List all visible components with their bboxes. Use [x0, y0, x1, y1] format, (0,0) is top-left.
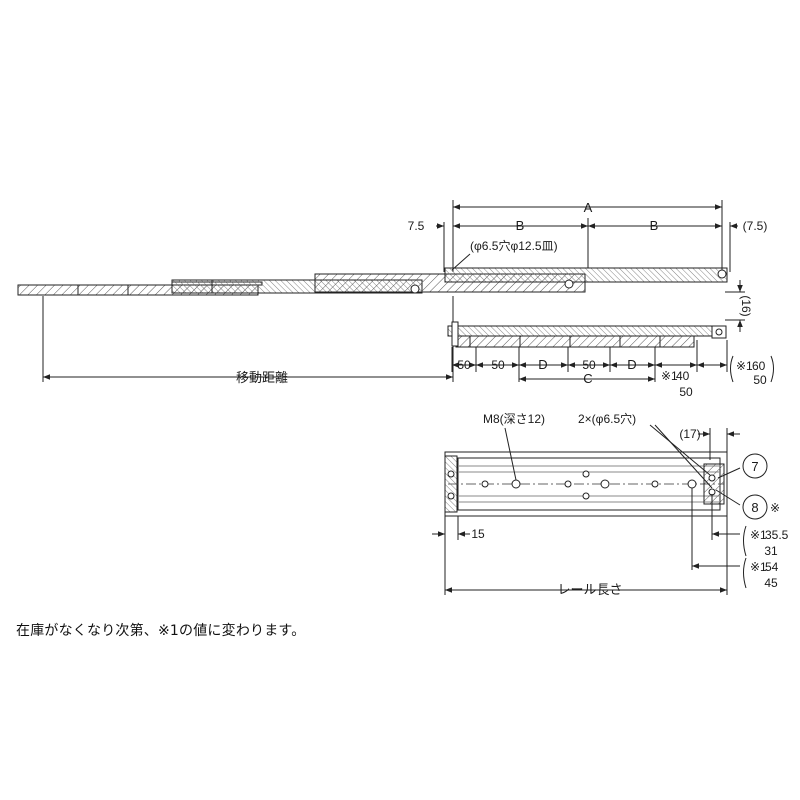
m8-label: M8(深さ12) [483, 412, 545, 426]
dim-b-right: B [650, 218, 659, 233]
dim-40: 40 [676, 369, 690, 383]
dim-50b: 50 [491, 358, 505, 372]
rail-top [444, 267, 728, 283]
dim-40-note: ※1 [661, 369, 678, 383]
dim-7-5-right: (7.5) [743, 219, 768, 233]
bottom-view [432, 424, 768, 595]
dim-c: C [583, 371, 592, 386]
middle-view [447, 321, 728, 382]
side-view [17, 200, 745, 382]
hole-label: (φ6.5穴φ12.5皿) [470, 238, 558, 253]
dim-50-bottom: 50 [679, 385, 693, 399]
dim-45: 45 [764, 576, 778, 590]
dim-54: 54 [765, 560, 779, 574]
dim-a: A [584, 200, 593, 215]
dim-31: 31 [764, 544, 778, 558]
dim-35-5: 35.5 [765, 528, 789, 542]
holes-label: 2×(φ6.5穴) [578, 411, 636, 426]
part-7-circle [742, 453, 768, 479]
bottom-view-labels: M8(深さ12) 2×(φ6.5穴) (17) 7 8 ※ 15 レール長さ ※… [471, 411, 788, 597]
dim-50c: 50 [582, 358, 596, 372]
dim-35-5-note: ※1 [750, 528, 767, 542]
dim-16: (16) [739, 295, 753, 316]
middle-view-labels: 50 50 D 50 D C ※1 40 50 ※1 60 50 [457, 355, 774, 399]
dim-7-5-left: 7.5 [408, 219, 425, 233]
dim-50-right: 50 [753, 373, 767, 387]
dim-60-note: ※1 [736, 359, 753, 373]
side-view-labels: A B B 7.5 (7.5) (φ6.5穴φ12.5皿) 移動距離 (16) [236, 200, 767, 385]
part-7: 7 [751, 459, 758, 474]
dim-50a: 50 [457, 358, 471, 372]
part-8: 8 [751, 500, 758, 515]
part-8-note: ※ [770, 501, 780, 515]
dim-54-note: ※1 [750, 560, 767, 574]
rail-length-label: レール長さ [557, 582, 622, 597]
dim-d-left: D [538, 357, 547, 372]
part-8-circle [742, 494, 768, 520]
travel-label: 移動距離 [236, 370, 288, 385]
dim-d-right: D [627, 357, 636, 372]
footnote: 在庫がなくなり次第、※1の値に変わります。 [16, 623, 306, 639]
dim-b-left: B [516, 218, 525, 233]
dim-17: (17) [679, 427, 700, 441]
dim-15: 15 [471, 527, 485, 541]
dim-60: 60 [752, 359, 766, 373]
